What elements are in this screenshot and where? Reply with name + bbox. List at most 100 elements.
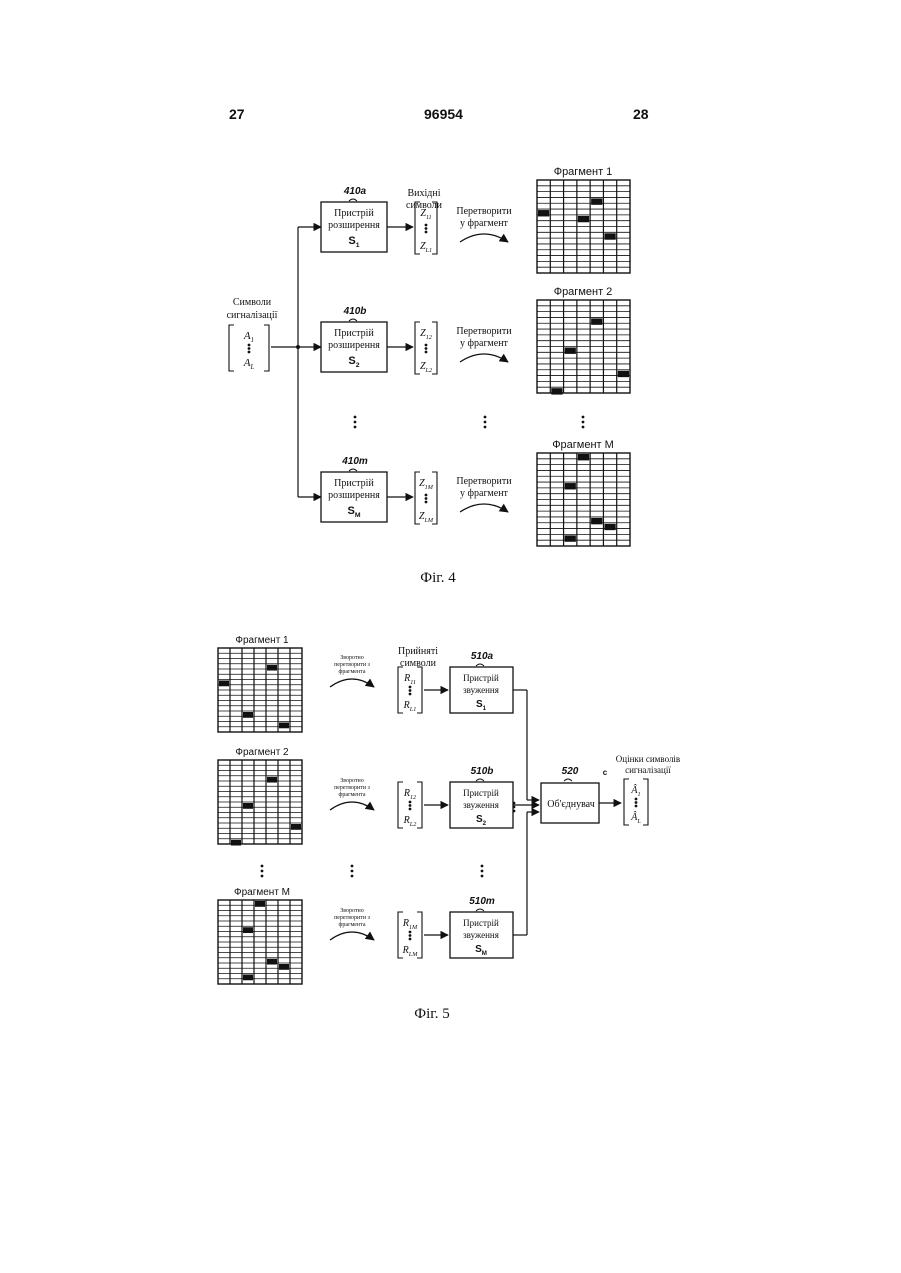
vector-column-ellipsis [484,421,487,424]
vector-top-symbol: R1M [402,918,418,931]
transform-label-line-1: Перетворити [456,326,512,337]
tile-marker [604,524,615,530]
fragment-label: Фрагмент M [552,439,614,451]
fragment-grid [218,760,302,846]
vector-ellipsis [425,231,428,234]
vector-column-ellipsis [484,416,487,419]
spreader-row-2: 410bПристрійрозширенняS2Z12ZL2Перетворит… [298,286,630,395]
vector-ellipsis [409,804,412,807]
vector-ellipsis [409,938,412,941]
vector-ellipsis [248,351,251,354]
transform-label-line-1: Перетворити [456,206,512,217]
spreader-name-line-2: розширення [328,490,380,501]
vector-ellipsis [409,693,412,696]
spreader-ellipsis [354,416,357,419]
inverse-column-ellipsis [351,865,354,868]
tile-marker [618,371,629,377]
bracket-right [432,322,437,374]
bracket-right [264,325,269,371]
transform-arrow [460,234,508,242]
received-symbol-vector: R1MRLM [398,912,422,958]
output-label-line-2: символи [406,200,443,211]
spreader-name-line-1: Пристрій [334,208,374,219]
bracket-right [417,912,422,958]
estimate-label-line-2: сигналізації [625,765,671,775]
combiner-ref: 520 [562,766,579,777]
tile-marker [219,681,229,687]
bracket-left [229,325,234,371]
combiner-input-ellipsis [513,806,516,809]
despreader-ref: 510a [471,651,494,662]
input-symbol-vector: A1AL [229,325,269,371]
inverse-arrow [330,679,374,687]
spreader-ref: 410b [343,306,367,317]
bracket-right [417,667,422,713]
tile-marker [255,901,265,907]
tile-marker [267,777,277,783]
despreader-name-line-1: Пристрій [463,918,499,928]
fragment-label: Фрагмент 2 [235,747,289,758]
tile-marker [565,483,576,489]
reference-leader [476,664,484,666]
spreader-row-3: 410mПристрійрозширенняSMZ1MZLMПеретворит… [298,439,630,546]
spreader-ellipsis [354,426,357,429]
tile-marker [591,318,602,324]
bracket-right [643,779,648,825]
fragment-column-ellipsis [261,875,264,878]
tile-marker [231,840,241,846]
vector-ellipsis [409,689,412,692]
figure-4-caption: Фіг. 4 [420,570,456,586]
vector-bottom-symbol: AL [243,357,255,371]
vector-ellipsis [425,347,428,350]
fragment-column-ellipsis [582,416,585,419]
bracket-left [398,667,403,713]
transform-label-line-2: у фрагмент [460,338,509,349]
despreader-name-line-2: звуження [463,685,499,695]
inverse-label-line-3: фрагмента [339,921,366,928]
inverse-arrow [330,932,374,940]
reference-leader [564,779,572,781]
bracket-left [398,782,403,828]
reference-leader [349,199,357,201]
vector-top-symbol: R11 [403,673,416,686]
inverse-arrow [330,802,374,810]
despreader-name-line-1: Пристрій [463,673,499,683]
transform-label-line-1: Перетворити [456,476,512,487]
reference-leader [349,319,357,321]
transform-label-line-2: у фрагмент [460,218,509,229]
figure-5-caption: Фіг. 5 [414,1006,449,1022]
vector-ellipsis [635,801,638,804]
fragment-grid [537,300,630,395]
spreader-ellipsis [354,421,357,424]
fragment-column-ellipsis [261,865,264,868]
tile-marker [267,959,277,965]
bracket-left [624,779,629,825]
fragment-grid [218,900,302,984]
input-label-line-2: сигналізації [227,310,278,321]
despreader-name-line-2: звуження [463,930,499,940]
reference-leader [349,469,357,471]
vector-bottom-symbol: ZL1 [420,241,432,254]
inverse-label-line-2: перетворити з [334,785,370,791]
vector-ellipsis [635,798,638,801]
inverse-label-line-2: перетворити з [334,915,370,921]
despreader-ellipsis [481,875,484,878]
fragment-grid [537,453,630,546]
vector-top-symbol: R12 [403,788,416,801]
vector-bottom-symbol: RL2 [403,815,417,828]
fragment-grid [218,648,302,732]
spreader-ref: 410a [343,186,367,197]
transform-arrow [460,504,508,512]
fragment-column-ellipsis [582,426,585,429]
tile-marker [291,824,301,830]
vector-column-ellipsis [484,426,487,429]
tile-marker [578,454,589,460]
despreader-name-line-1: Пристрій [463,788,499,798]
inverse-label-line-2: перетворити з [334,662,370,668]
tile-marker [243,803,253,809]
despreader-ellipsis [481,865,484,868]
vector-ellipsis [409,931,412,934]
vector-bottom-symbol: ÂL [630,811,641,825]
inverse-label-line-3: фрагмента [339,668,366,675]
